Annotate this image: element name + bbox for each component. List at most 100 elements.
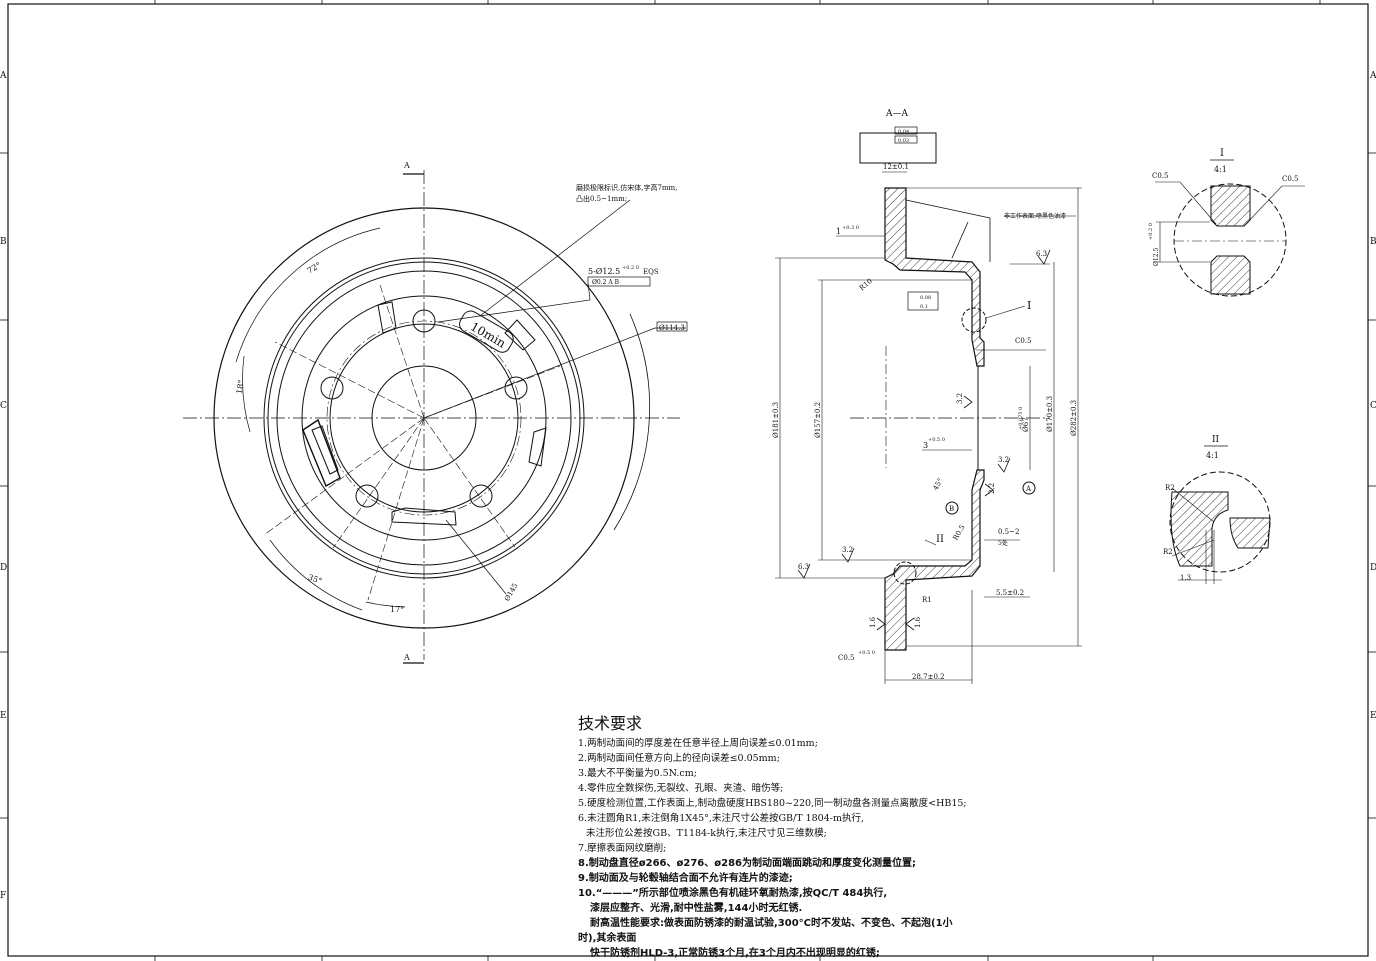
- detail-I-c05-right: C0.5: [1282, 175, 1299, 183]
- roughness-63-a: 6.3: [1036, 250, 1047, 258]
- datum-B-symbol: [945, 501, 959, 515]
- notes-title: 技术要求: [578, 714, 643, 733]
- flat-mark-2: 0.1: [920, 304, 928, 310]
- outer-disc-edge: [213, 207, 635, 629]
- note-line-10d: 时),其余表面: [578, 933, 637, 944]
- dim-282: Ø282±0.3: [1070, 400, 1078, 436]
- zone-letter-left-c: C: [0, 401, 7, 411]
- lightening-slots: [302, 301, 547, 526]
- detail-I-scale: 4:1: [1214, 165, 1227, 174]
- friction-ring-inner: [276, 270, 572, 566]
- detail-II-callout: II: [936, 534, 944, 545]
- chamfer-c05-b: C0.5: [838, 654, 855, 662]
- bolt-circle: [326, 320, 522, 516]
- zone-letter-right-c: C: [1370, 401, 1376, 411]
- bolt-hole-5: [320, 376, 344, 400]
- note-line-8: 8.制动盘直径ø266、ø276、ø286为制动面端面跳动和厚度变化测量位置;: [578, 858, 916, 869]
- zone-letter-right-b: B: [1370, 237, 1376, 247]
- holes-tolerance: +0.2 0: [622, 265, 639, 271]
- dim-12: 12±0.1: [883, 163, 909, 171]
- detail-callout-II: [893, 561, 917, 585]
- dim-181: Ø181±0.3: [772, 402, 780, 438]
- section-mark-bottom: A: [403, 653, 410, 662]
- dim-05-2: 0.5~2: [998, 528, 1019, 536]
- hat-outer: [301, 295, 547, 541]
- zone-letter-left-e: E: [0, 711, 7, 721]
- detail-II-title: II: [1212, 435, 1220, 445]
- note-line-6: 6.未注圆角R1,未注倒角1X45°,未注尺寸公差按GB/T 1804-m执行,: [578, 813, 864, 824]
- front-view: [183, 170, 688, 664]
- dim-3-tol: +0.5 0: [928, 437, 945, 443]
- detail-II-section: [1170, 491, 1229, 567]
- angle-35-label: 35°: [307, 573, 323, 586]
- friction-ring-outer: [263, 257, 585, 579]
- note-line-9: 9.制动面及与轮毂轴结合面不允许有连片的漆迹;: [578, 873, 793, 884]
- angle-45: 45°: [932, 477, 945, 492]
- holes-frame-text: Ø0.2 A B: [592, 279, 620, 286]
- dim-r05: R0.5: [952, 524, 967, 542]
- dim-1-tol: +0.3 0: [842, 225, 859, 231]
- bolt-hole-2: [504, 376, 528, 400]
- note-nonwork-surface: 非工作表面:喷黑色油漆: [1004, 212, 1066, 220]
- zone-letter-right-a: A: [1369, 71, 1376, 81]
- note-line-10b: 漆层应整齐、光滑,耐中性盐雾,144小时无红锈.: [590, 903, 803, 914]
- detail-callout-I: [961, 307, 987, 333]
- note-line-5: 5.硬度检测位置,工作表面上,制动盘硬度HBS180~220,同一制动盘各测量点…: [578, 798, 967, 809]
- bolt-hole-3: [469, 484, 493, 508]
- angle-construction-lines: [263, 284, 561, 601]
- datum-A-symbol: [1022, 481, 1036, 495]
- r1-label: R1: [922, 596, 932, 604]
- angle-17-label: 17°: [390, 605, 404, 614]
- chamfer-c05-b-tol: +0.5 0: [858, 650, 875, 656]
- dim-67-tol: +0.075 0: [1018, 407, 1024, 430]
- note-line-10: 10.“———”所示部位喷涂黑色有机硅环氧耐热漆,按QC/T 484执行,: [578, 888, 888, 899]
- detail-I-view: [1155, 159, 1305, 297]
- note-line-10c: 耐高温性能要求:做表面防锈漆的耐温试验,300°C时不发站、不变色、不起泡(1小: [590, 918, 953, 929]
- holes-callout: 5-Ø12.5: [588, 267, 620, 276]
- holes-eqs: EQS: [643, 268, 659, 276]
- dim-1: 1: [836, 227, 841, 236]
- dim-157: Ø157±0.2: [814, 402, 822, 438]
- detail-I-callout: I: [1027, 299, 1031, 312]
- detail-II-dim-13: 1.3: [1180, 574, 1191, 582]
- detail-II-view: [1169, 445, 1271, 584]
- section-view: [775, 126, 1082, 684]
- roughness-symbols: [797, 249, 1051, 631]
- angle-arc-18: [242, 355, 251, 433]
- dia-114-label: Ø114.3: [659, 324, 685, 332]
- roughness-63-b: 6.3: [798, 563, 809, 571]
- angle-arc-72: [235, 227, 381, 363]
- leader-dia-145: [445, 519, 507, 595]
- leader-dia-114: [423, 327, 686, 419]
- outer-arc-ref: [613, 313, 651, 531]
- note-line-1: 1.两制动面间的厚度差在任意半径上周向误差≤0.01mm;: [578, 738, 818, 749]
- wear-note-line2: 凸出0.5~1mm;: [576, 194, 627, 203]
- bolt-holes: [320, 309, 528, 508]
- dim-67: Ø67: [1022, 417, 1030, 432]
- zone-letter-left-a: A: [0, 71, 7, 81]
- angle-72-label: 72°: [306, 261, 323, 276]
- detail-I-title: I: [1220, 148, 1224, 159]
- holes-leader: [437, 282, 591, 323]
- detail-II-section-right: [1229, 517, 1271, 549]
- detail-I-boundary: [1173, 183, 1287, 297]
- technical-requirements: 技术要求 1.两制动面间的厚度差在任意半径上周向误差≤0.01mm; 2.两制动…: [578, 714, 1048, 961]
- section-profile-lower: [884, 469, 985, 651]
- section-title: A—A: [885, 109, 908, 119]
- note-line-2: 2.两制动面间任意方向上的径向误差≤0.05mm;: [578, 753, 780, 764]
- note-line-3: 3.最大不平衡量为0.5N.cm;: [578, 768, 697, 779]
- section-mark-top: A: [403, 161, 410, 170]
- flat-tol-1: 0.04: [898, 129, 909, 135]
- section-profile-upper: [884, 187, 985, 367]
- border-zone-letters: A B C D E F A B C D E: [0, 71, 1376, 901]
- angle-arc-35: [269, 539, 363, 611]
- wear-mark-box: [459, 310, 514, 353]
- detail-I-dim-tol: +0.2 0: [1148, 223, 1154, 240]
- roughness-32-a: 3.2: [956, 393, 964, 404]
- note-line-7: 7.摩擦表面网纹磨削;: [578, 843, 667, 854]
- dim-170: Ø170±0.3: [1046, 396, 1054, 432]
- detail-II-r2-top: R2: [1165, 484, 1175, 492]
- zone-letter-right-e: E: [1370, 711, 1376, 721]
